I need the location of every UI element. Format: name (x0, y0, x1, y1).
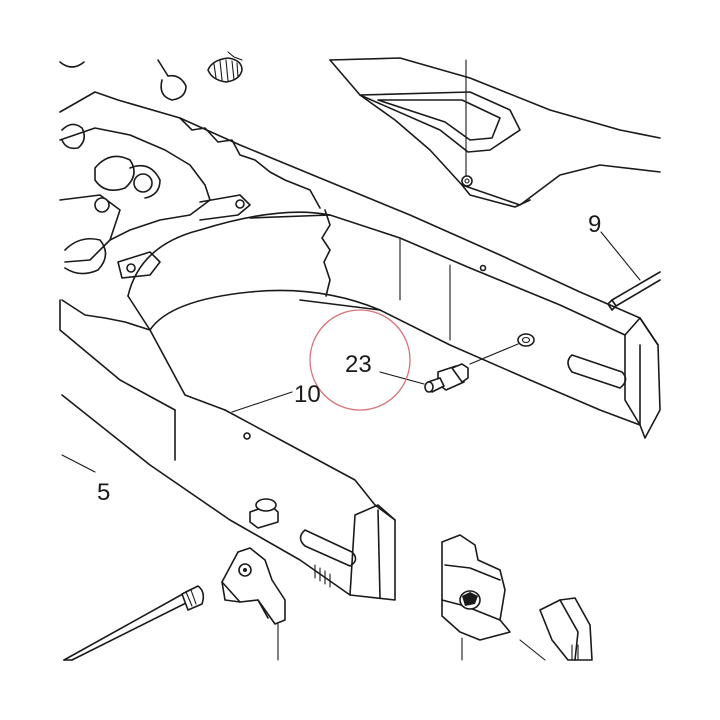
adjuster-rod-part (607, 271, 661, 311)
chain-guide-block (441, 534, 546, 661)
swing-arm-part (59, 91, 661, 601)
leader-line-10 (231, 391, 293, 413)
callout-23: 23 (309, 309, 411, 411)
leader-line-9 (600, 231, 641, 281)
callout-label-9: 9 (588, 211, 601, 238)
highlight-circle (309, 309, 411, 411)
chain-adjuster-bracket (221, 547, 286, 661)
leader-line-23 (379, 371, 425, 385)
rear-cover-part (329, 57, 661, 208)
leader-line-5 (61, 454, 96, 473)
slider-pad-part (539, 597, 593, 661)
callout-label-10: 10 (294, 381, 321, 408)
callout-label-5: 5 (97, 479, 110, 506)
axle-part (63, 585, 205, 661)
leader-lines (61, 59, 641, 473)
grease-fitting-part (424, 333, 535, 393)
top-small-parts (59, 51, 243, 101)
callout-label-23: 23 (345, 351, 372, 378)
